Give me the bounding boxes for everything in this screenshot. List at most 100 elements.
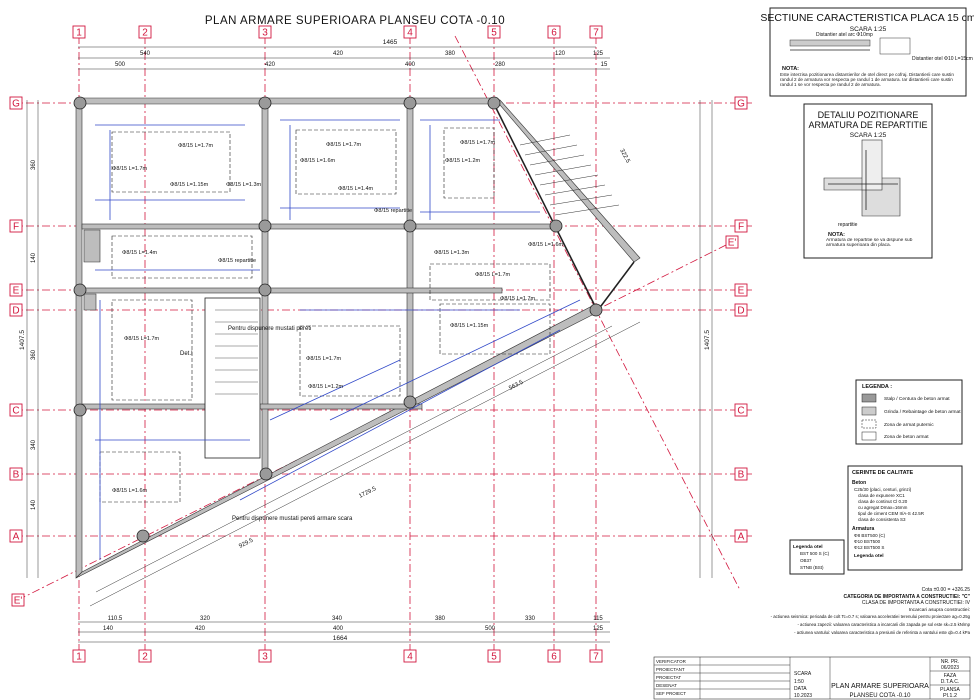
grid-label-row: B [13, 470, 20, 481]
column-node [73, 96, 87, 110]
reinforcement-zones [99, 127, 551, 503]
bar-label: Φ8/15 L=1.7m [124, 336, 160, 342]
bar-label: Φ8/15 L=1.6m [112, 488, 148, 494]
grid-label-row: C [12, 406, 19, 417]
grid-lines [10, 35, 752, 650]
structural-columns [73, 96, 603, 543]
column-node [258, 96, 272, 110]
column-node [259, 467, 273, 481]
dim-bottom-total: 1664 [333, 635, 348, 642]
grid-bubble-column: 2 [138, 649, 152, 663]
bar-label: Φ8/15 L=1.7m [460, 140, 496, 146]
detail-title: ARMATURA DE REPARTITIE [808, 120, 927, 130]
grid-label-column: 7 [593, 28, 599, 39]
detail-panel: DETALIU POZITIONARE ARMATURA DE REPARTIT… [803, 103, 933, 259]
dim-diag: 929.5 [238, 537, 255, 549]
dim-bottom: 110.5 [108, 616, 123, 622]
grid-bubble-column: 3 [258, 25, 272, 39]
grid-bubble-diagonal: E' [11, 593, 25, 607]
section-note: Este interzisa pozitionarea distantieril… [780, 72, 954, 88]
section-label: Distantier atel arc Φ10mp [816, 32, 873, 38]
rebar-lines [95, 119, 581, 560]
quality-line: cu agregat Dmax=16mm [858, 505, 908, 510]
grid-bubble-column: 4 [403, 649, 417, 663]
column-node [73, 283, 87, 297]
grid-bubble-column: 4 [403, 25, 417, 39]
bar-label: Φ8/15 L=1.6m [528, 242, 564, 248]
note-line: - actiunea zapezii: valoarea caracterist… [797, 622, 970, 627]
grid-bubble-row: E [9, 283, 23, 297]
grid-label-row: G [737, 99, 745, 110]
tb-date: 10.2023 [794, 693, 812, 699]
tb-scale: 1:50 [794, 679, 804, 685]
diagonal-wall [75, 303, 599, 579]
grid-bubble-row: B [734, 467, 748, 481]
dim-bottom: 115 [593, 616, 603, 622]
dim-top: 420 [333, 51, 344, 57]
note-line: Incarcari asupra constructiei: [909, 607, 970, 613]
grid-label-row: E [738, 286, 745, 297]
grid-bubble-row: F [734, 219, 748, 233]
quality-armatura-title: Armatura [852, 526, 874, 532]
bar-label: Φ8/15 L=1.2m [445, 158, 481, 164]
grid-bubble-column: 5 [487, 649, 501, 663]
grid-label-diagonal: E' [728, 238, 737, 249]
beam-axis-e [81, 287, 503, 294]
bar-label: Φ8/15 L=1.7m [306, 356, 342, 362]
tb-row: PROIECTANT [656, 667, 685, 672]
legend: LEGENDA : Stalp / Centura de beton armat… [855, 379, 963, 445]
bar-label: Φ8/15 L=1.2m [308, 384, 344, 390]
dim-top: 400 [405, 62, 416, 68]
legend-item: Zona de armat puternic [884, 422, 934, 428]
grid-bubble-column: 7 [589, 649, 603, 663]
tb-drawing-title: PLAN ARMARE SUPERIOARA [831, 683, 929, 690]
bar-label: Φ8/15 L=1.7m [178, 143, 214, 149]
dim-left: 360 [31, 159, 37, 170]
top-dimensions: 1465 540 420 380 120 125 500 420 400 280… [78, 39, 610, 70]
dim-top: 125 [593, 51, 604, 57]
dim-left: 340 [31, 439, 37, 450]
grid-label-column: 5 [491, 652, 497, 663]
bar-label: Φ8/15 L=1.3m [434, 250, 470, 256]
dim-top-total: 1465 [383, 39, 398, 46]
grid-bubble-row: G [734, 96, 748, 110]
bar-label: Φ8/15 repartitie [218, 258, 256, 264]
grid-bubble-column: 2 [138, 25, 152, 39]
dim-left-total: 1407.5 [19, 330, 26, 350]
quality-title: CERINTE DE CALITATE [852, 470, 914, 476]
note-line: - actiunea vantului: valoarea caracteris… [794, 630, 971, 635]
bar-label: Φ8/15 L=1.15m [170, 182, 209, 188]
grid-label-row: A [738, 532, 745, 543]
quality-beton-title: Beton [852, 480, 866, 486]
grid-label-column: 5 [491, 28, 497, 39]
section-title: SECTIUNE CARACTERISTICA PLACA 15 cm [760, 12, 974, 24]
grid-label-row: B [738, 470, 745, 481]
column-node [258, 219, 272, 233]
grid-label-row: G [12, 99, 20, 110]
tb-date-label: DATA [794, 686, 807, 692]
dim-bottom: 380 [435, 616, 446, 622]
tb-row: VERIFICATOR [656, 659, 687, 664]
legend-item: Stalp / Centura de beton armat [884, 396, 950, 402]
grid-label-column: 7 [593, 652, 599, 663]
bar-label: Φ8/15 L=1.4m [122, 250, 158, 256]
column-node [258, 283, 272, 297]
bar-label: Φ8/15 L=1.15m [450, 323, 489, 329]
column-node [403, 96, 417, 110]
title-block: VERIFICATOR PROIECTANT PROIECTAT DESENAT… [653, 656, 971, 700]
grid-bubble-row: F [9, 219, 23, 233]
grid-label-column: 1 [76, 28, 82, 39]
dim-bottom: 340 [332, 616, 343, 622]
dim-top: 420 [265, 62, 276, 68]
grid-label-column: 4 [407, 652, 413, 663]
grid-label-row: A [13, 532, 20, 543]
grid-bubble-column: 5 [487, 25, 501, 39]
bar-label: Φ8/15 L=1.4m [338, 186, 374, 192]
grid-label-column: 2 [142, 28, 148, 39]
tb-pr-label: NR. PR. [941, 659, 959, 665]
detail-title: DETALIU POZITIONARE [818, 110, 919, 120]
wall-piece [83, 229, 101, 263]
drawing-title: PLAN ARMARE SUPERIOARA PLANSEU COTA -0.1… [205, 15, 505, 27]
bar-label: Φ8/15 L=1.7m [475, 272, 511, 278]
quality-line: Φ10 BST500 [854, 539, 881, 544]
